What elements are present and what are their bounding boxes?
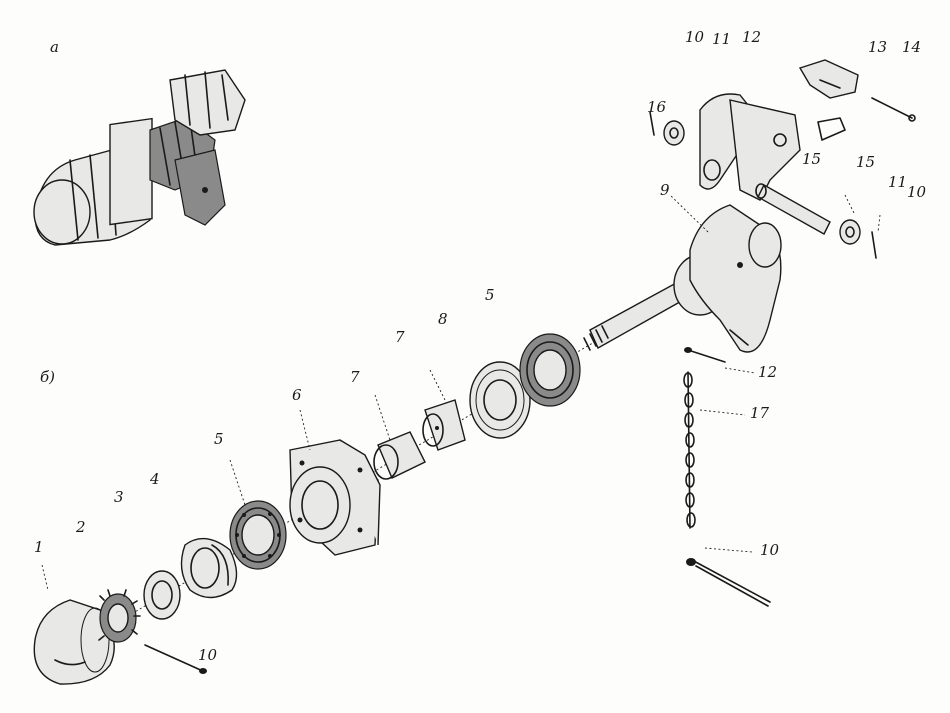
- part-16-pin-small: [649, 111, 655, 136]
- leader-lines: [41, 194, 881, 591]
- label-3: 3: [114, 488, 124, 506]
- part-5-bearing-left: [229, 500, 287, 570]
- label-11-right: 11: [888, 173, 908, 191]
- part-18-cotter-pin: [686, 558, 771, 607]
- part-2-spline-hub: [98, 589, 141, 643]
- assembled-unit: [33, 69, 246, 246]
- label-14: 14: [902, 38, 922, 56]
- part-7-sleeve-right: [422, 399, 466, 451]
- part-6-flanged-housing: [289, 439, 381, 556]
- label-6: 6: [292, 386, 302, 404]
- label-2: 2: [76, 518, 86, 536]
- label-7-right: 7: [395, 328, 405, 346]
- view-label-a: a: [50, 38, 59, 56]
- label-15-left: 15: [802, 150, 822, 168]
- part-12-pin-small: [684, 347, 726, 363]
- label-17: 17: [750, 404, 770, 422]
- part-13-latch: [798, 59, 859, 99]
- label-7-left: 7: [350, 368, 360, 386]
- part-8-disc: [469, 361, 531, 439]
- view-label-b: б): [40, 368, 56, 386]
- label-13: 13: [868, 38, 888, 56]
- part-4-ring: [180, 537, 238, 599]
- part-10-bolt-bottom: [144, 644, 207, 674]
- part-7-sleeve-left: [373, 431, 426, 480]
- label-5-right: 5: [485, 286, 495, 304]
- label-16: 16: [647, 98, 667, 116]
- label-9: 9: [660, 181, 670, 199]
- label-10-bottom: 10: [198, 646, 218, 664]
- label-11-top: 11: [712, 30, 732, 48]
- label-12-top: 12: [742, 28, 762, 46]
- part-12-link: [699, 93, 801, 201]
- label-5-left: 5: [214, 430, 224, 448]
- label-4: 4: [150, 470, 160, 488]
- part-11-washer-top: [663, 120, 685, 146]
- part-9-shaft-clevis: [583, 204, 782, 353]
- part-1-cap: [33, 599, 115, 685]
- part-11-axle: [755, 183, 831, 235]
- label-10-right: 10: [907, 183, 927, 201]
- part-5-bearing-right: [519, 333, 581, 407]
- label-8: 8: [438, 310, 448, 328]
- part-15-spring-clip: [817, 117, 846, 141]
- part-14-pin: [871, 97, 916, 122]
- part-17-chain: [683, 371, 696, 529]
- label-1: 1: [34, 538, 44, 556]
- label-12-pin: 12: [758, 363, 778, 381]
- label-10-top-left: 10: [685, 28, 705, 46]
- part-11-washer-right: [839, 219, 861, 245]
- label-10-chain: 10: [760, 541, 780, 559]
- part-10-pin-right: [871, 231, 877, 259]
- label-15-right: 15: [856, 153, 876, 171]
- part-3-washer: [143, 570, 181, 620]
